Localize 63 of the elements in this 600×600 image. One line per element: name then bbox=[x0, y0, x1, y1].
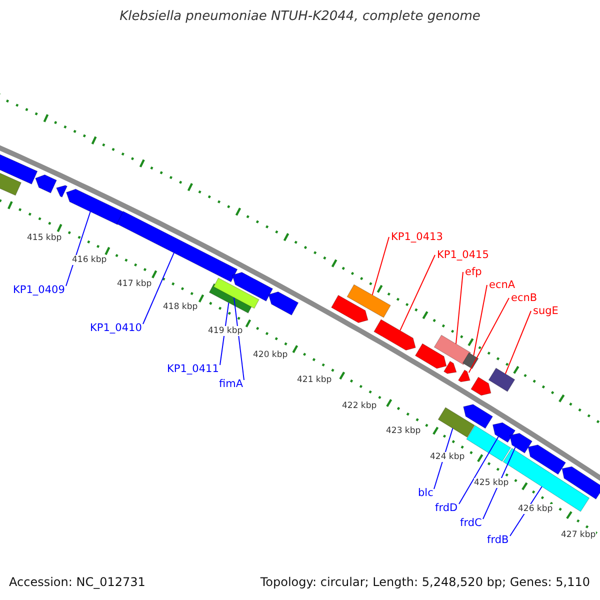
gene-marker bbox=[466, 425, 512, 462]
gene-marker bbox=[492, 422, 516, 443]
gene-label: KP1_0415 bbox=[437, 249, 489, 261]
gene-marker bbox=[346, 284, 391, 318]
gene-marker bbox=[438, 407, 475, 438]
position-label: 422 kbp bbox=[342, 401, 377, 411]
gene-label: KP1_0409 bbox=[13, 284, 65, 296]
leader-line bbox=[473, 284, 488, 356]
position-label: 426 kbp bbox=[518, 504, 553, 514]
gene-marker bbox=[458, 370, 470, 382]
gene-marker bbox=[414, 343, 447, 369]
gene-label: KP1_0410 bbox=[90, 322, 142, 334]
gene-label: KP1_0413 bbox=[391, 231, 443, 243]
gene-marker bbox=[528, 444, 566, 475]
gene-label: sugE bbox=[533, 305, 558, 317]
leader-line bbox=[233, 297, 244, 380]
leader-line bbox=[400, 254, 436, 332]
gene-marker bbox=[470, 376, 492, 396]
position-label: 420 kbp bbox=[253, 350, 288, 360]
gene-marker bbox=[213, 278, 260, 309]
gene-marker bbox=[463, 404, 494, 429]
leader-line bbox=[456, 272, 464, 344]
leader-line bbox=[458, 436, 499, 504]
gene-label: frdC bbox=[460, 517, 482, 529]
position-label: 417 kbp bbox=[117, 279, 152, 289]
leader-line bbox=[504, 310, 532, 374]
position-label: 424 kbp bbox=[430, 452, 465, 462]
gene-label: frdD bbox=[435, 502, 458, 514]
leader-line bbox=[468, 298, 510, 374]
gene-label: fimA bbox=[219, 378, 244, 390]
gene-marker bbox=[232, 272, 274, 302]
leader-line bbox=[142, 252, 174, 324]
gene-marker bbox=[562, 466, 600, 500]
gene-marker bbox=[443, 360, 457, 374]
gene-marker bbox=[434, 334, 471, 365]
title: Klebsiella pneumoniae NTUH-K2044, complete genome bbox=[118, 10, 482, 23]
position-label: 425 kbp bbox=[474, 478, 509, 488]
gene-label: frdB bbox=[487, 534, 509, 546]
gene-marker bbox=[462, 352, 479, 370]
position-label: 427 kbp bbox=[561, 530, 596, 540]
position-label: 423 kbp bbox=[386, 426, 421, 436]
gene-marker bbox=[509, 432, 533, 454]
gene-label: ecnA bbox=[489, 279, 516, 291]
accession-text: Accession: NC_012731 bbox=[9, 575, 146, 589]
leader-line bbox=[66, 211, 91, 286]
position-label: 415 kbp bbox=[27, 233, 62, 243]
gene-marker bbox=[35, 174, 57, 194]
genome-stats-text: Topology: circular; Length: 5,248,520 bp; Genes: 5,110 bbox=[260, 575, 590, 589]
gene-marker bbox=[374, 319, 416, 351]
gene-label: efp bbox=[465, 266, 482, 278]
position-label: 421 kbp bbox=[297, 375, 332, 385]
leader-line bbox=[372, 236, 390, 296]
gene-marker bbox=[331, 294, 368, 324]
position-label: 419 kbp bbox=[208, 326, 243, 336]
gene-marker bbox=[56, 185, 68, 198]
position-label: 416 kbp bbox=[72, 255, 107, 265]
gene-marker bbox=[66, 188, 124, 225]
gene-label: ecnB bbox=[511, 292, 538, 304]
gene-label: KP1_0411 bbox=[167, 363, 219, 375]
gene-marker bbox=[488, 368, 516, 392]
gene-marker bbox=[268, 291, 299, 316]
position-label: 418 kbp bbox=[163, 302, 198, 312]
gene-label: blc bbox=[418, 487, 434, 499]
